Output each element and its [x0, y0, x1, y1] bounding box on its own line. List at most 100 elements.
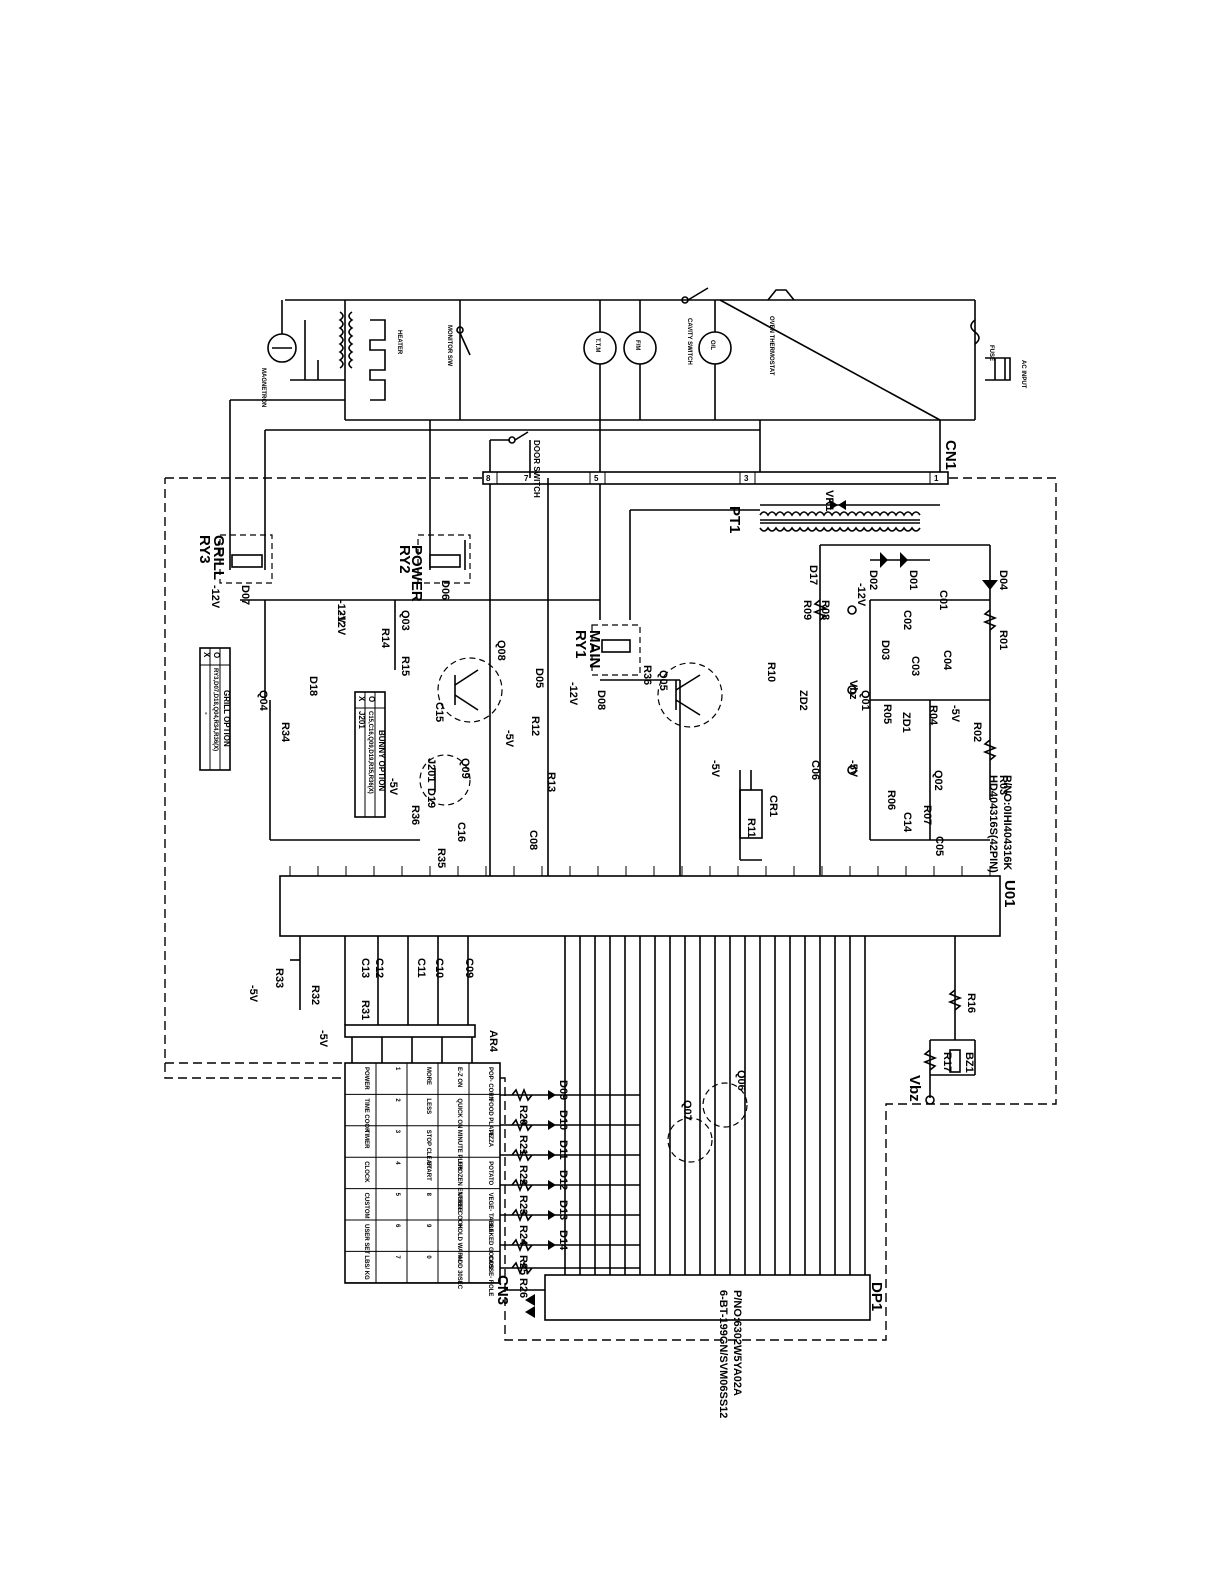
keypad-key-label: VEGE- TABLE — [487, 1193, 493, 1233]
key-diode-label: D12 — [557, 1170, 569, 1190]
r16-label: R16 — [965, 993, 977, 1013]
keypad-key-label: 0 — [425, 1255, 431, 1259]
vr1-varistor — [760, 500, 940, 510]
hv-transformer — [338, 311, 354, 369]
key-diode — [548, 1240, 556, 1250]
keypad-key-label: USER SET — [363, 1224, 369, 1254]
r13-label: R13 — [545, 772, 557, 792]
cn3-label: CN3 — [494, 1275, 511, 1305]
ry3-label: RY3 — [196, 535, 213, 564]
key-diode-label: D14 — [557, 1230, 569, 1251]
q04-label: Q04 — [257, 690, 269, 712]
m5v-rail-ar4: -5V — [317, 1030, 329, 1048]
d05-label: D05 — [533, 668, 545, 688]
keypad-key-label: 3 — [394, 1130, 400, 1134]
ry2-name: POWER — [408, 545, 425, 602]
key-diode-label: D09 — [557, 1080, 569, 1100]
keypad-key-label: HOLD WARM — [456, 1224, 462, 1262]
bunny-option-x: X — [357, 696, 366, 702]
d02-label: D02 — [867, 570, 879, 590]
c06-label: C06 — [809, 760, 821, 780]
d03-label: D03 — [879, 640, 891, 660]
grill-option-parts: RY3,D07,D18,Q04,R34,R36(X) — [212, 668, 218, 751]
bz1-label: BZ1 — [963, 1052, 975, 1073]
q02-label: Q02 — [932, 770, 944, 791]
keypad-key-label: 9 — [425, 1224, 431, 1228]
c11-label: C11 — [415, 958, 427, 978]
c14-label: C14 — [901, 812, 913, 833]
buzzer-circuit — [922, 936, 976, 1105]
key-diode-label: D13 — [557, 1200, 569, 1220]
monitor-switch — [456, 326, 471, 356]
u01-ic — [279, 875, 1001, 937]
d06-label: D06 — [439, 580, 451, 600]
cn1-pin-3: 3 — [744, 474, 749, 483]
keypad-key-label: 4 — [394, 1161, 400, 1165]
magnetron-label: MAGNETRON — [260, 368, 266, 407]
u01-label: U01 — [1001, 880, 1018, 908]
keypad-key-label: 5 — [394, 1193, 400, 1197]
r32-label: R32 — [309, 985, 321, 1005]
keypad-key-label: MORE — [425, 1067, 431, 1085]
zd1-label: ZD1 — [900, 712, 912, 733]
oven-thermostat — [767, 289, 795, 301]
vr1-label: VR1 — [823, 490, 835, 511]
door-switch-label: DOOR SWITCH — [532, 440, 541, 498]
r36-label-main: R36 — [641, 665, 653, 685]
keypad-key-label: LBS/ KG — [363, 1255, 369, 1280]
ar4-label: AR4 — [487, 1030, 499, 1053]
grill-option-x: X — [202, 652, 211, 658]
key-resistor — [511, 1087, 533, 1103]
m5v-rail-cr: -5V — [709, 760, 721, 778]
q07-label: Q07 — [681, 1100, 693, 1121]
cn1-pin-8: 8 — [486, 474, 491, 483]
bunny-option-table — [354, 691, 386, 818]
keypad-key-label: 6 — [394, 1224, 400, 1228]
j201-label: J201 — [425, 758, 437, 782]
q05-label: Q05 — [657, 670, 669, 691]
m12v-rail-d08: -12V — [567, 682, 579, 706]
r07-label: R07 — [921, 805, 933, 825]
c12-label: C12 — [373, 958, 385, 978]
r33-label: R33 — [273, 968, 285, 988]
cn1-label: CN1 — [942, 440, 959, 470]
cavity-switch — [681, 287, 709, 304]
keypad-key-label: LESS — [425, 1098, 431, 1114]
r09-label: R09 — [801, 600, 813, 620]
keypad-key-label: CUSTOM — [363, 1193, 369, 1219]
c08-label: C08 — [527, 830, 539, 850]
grill-option-o: O — [212, 652, 221, 658]
cavity-switch-label: CAVITY SWITCH — [686, 318, 692, 365]
dp1-type: 6-BT-199GN/SVM06SS12 — [717, 1290, 729, 1418]
pcb-outline — [164, 477, 1057, 1341]
power-supply-parts — [739, 599, 998, 875]
r11-label: R11 — [745, 818, 757, 838]
keypad-key-label: START — [425, 1161, 431, 1181]
ttm-motor — [583, 331, 617, 365]
d01-label: D01 — [907, 570, 919, 590]
r17-label: R17 — [941, 1052, 953, 1072]
c05-label: C05 — [933, 836, 945, 856]
bunny-option-title: BUNNY OPTION — [377, 730, 386, 791]
monitor-switch-label: MONITOR S/W — [446, 325, 452, 367]
key-diode-label: D11 — [557, 1140, 569, 1160]
q05-transistor — [657, 662, 723, 728]
cn3-connector — [505, 1289, 545, 1318]
c09-label: C09 — [463, 958, 475, 978]
r04-label: R04 — [927, 705, 939, 726]
key-resistor-label: R23 — [517, 1195, 529, 1215]
r36-label: R36 — [409, 805, 421, 825]
keypad-key-label: STOP CLEAR — [425, 1130, 431, 1169]
d17-label: D17 — [807, 565, 819, 585]
bunny-option-j201: J201 — [357, 711, 366, 729]
key-resistor-label: R24 — [517, 1225, 529, 1246]
r14-label: R14 — [379, 628, 391, 649]
r03-label: R03 — [997, 775, 1009, 795]
cn1-pin-5: 5 — [594, 474, 599, 483]
q08-transistor — [437, 657, 503, 723]
ry3-relay — [219, 534, 273, 584]
q09-label: Q09 — [459, 758, 471, 779]
